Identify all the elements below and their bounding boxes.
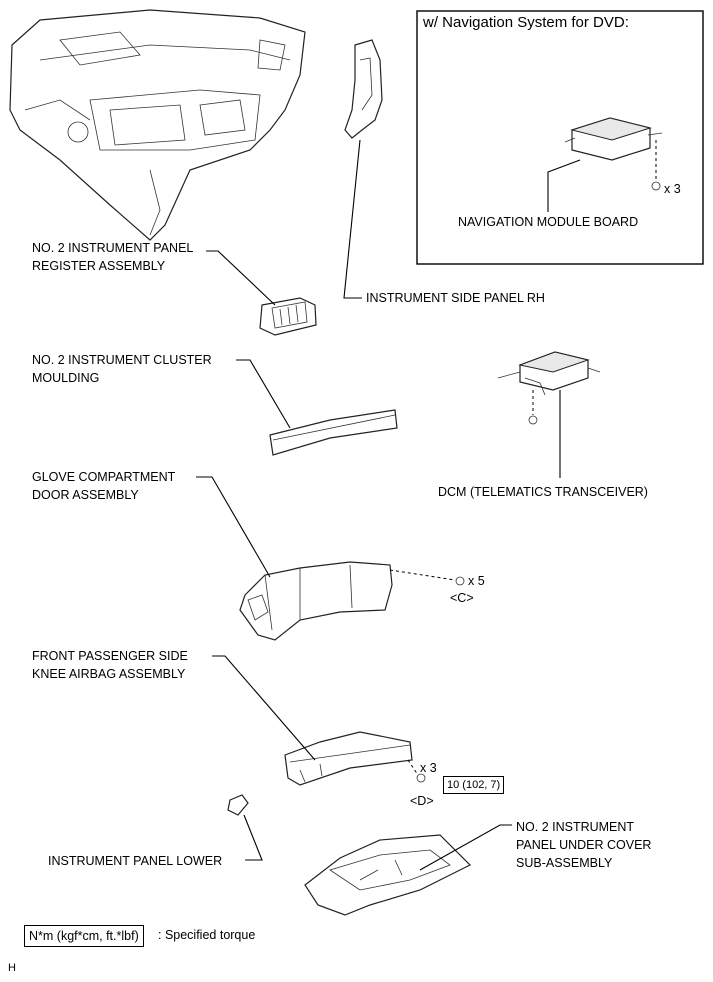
under-cover-label: NO. 2 INSTRUMENT PANEL UNDER COVER SUB-A… [516, 818, 651, 872]
knee-label-line1: FRONT PASSENGER SIDE [32, 649, 188, 663]
inset-title: w/ Navigation System for DVD: [423, 14, 629, 31]
footer-code: H [8, 962, 16, 974]
dcm-illustration [497, 351, 601, 478]
register-label-line1: NO. 2 INSTRUMENT PANEL [32, 241, 194, 255]
side-panel-label: INSTRUMENT SIDE PANEL RH [366, 291, 545, 305]
register-label-line2: REGISTER ASSEMBLY [32, 259, 166, 273]
dashboard-illustration [9, 9, 306, 241]
cluster-moulding-label: NO. 2 INSTRUMENT CLUSTER MOULDING [32, 351, 212, 387]
torque-unit-box: N*m (kgf*cm, ft.*lbf) [24, 925, 144, 947]
glove-box-illustration [196, 476, 465, 641]
glove-box-label: GLOVE COMPARTMENT DOOR ASSEMBLY [32, 468, 175, 504]
knee-torque-box: 10 (102, 7) [443, 776, 505, 794]
side-panel-illustration [343, 39, 383, 299]
panel-lower-illustration [227, 794, 263, 861]
under-cover-line2: PANEL UNDER COVER [516, 838, 652, 852]
cluster-moulding-illustration [236, 359, 398, 456]
knee-code: <D> [410, 794, 434, 808]
knee-airbag-illustration [212, 655, 426, 786]
navigation-module-label: NAVIGATION MODULE BOARD [458, 215, 639, 229]
inset-screw-count: x 3 [664, 182, 681, 196]
inset-frame [416, 10, 704, 265]
glove-screw-count: x 5 [468, 574, 485, 588]
cluster-label-line2: MOULDING [32, 371, 100, 385]
knee-airbag-label: FRONT PASSENGER SIDE KNEE AIRBAG ASSEMBL… [32, 647, 188, 683]
under-cover-illustration [304, 824, 512, 916]
register-illustration [206, 250, 317, 336]
panel-lower-label: INSTRUMENT PANEL LOWER [48, 854, 223, 868]
under-cover-line3: SUB-ASSEMBLY [516, 856, 613, 870]
glove-code: <C> [450, 591, 474, 605]
torque-legend-description: : Specified torque [158, 928, 256, 942]
under-cover-line1: NO. 2 INSTRUMENT [516, 820, 635, 834]
knee-screw-count: x 3 [420, 761, 437, 775]
knee-label-line2: KNEE AIRBAG ASSEMBLY [32, 667, 186, 681]
glove-label-line2: DOOR ASSEMBLY [32, 488, 139, 502]
dcm-label: DCM (TELEMATICS TRANSCEIVER) [438, 485, 648, 499]
glove-label-line1: GLOVE COMPARTMENT [32, 470, 176, 484]
cluster-label-line1: NO. 2 INSTRUMENT CLUSTER [32, 353, 212, 367]
register-label: NO. 2 INSTRUMENT PANEL REGISTER ASSEMBLY [32, 239, 193, 275]
